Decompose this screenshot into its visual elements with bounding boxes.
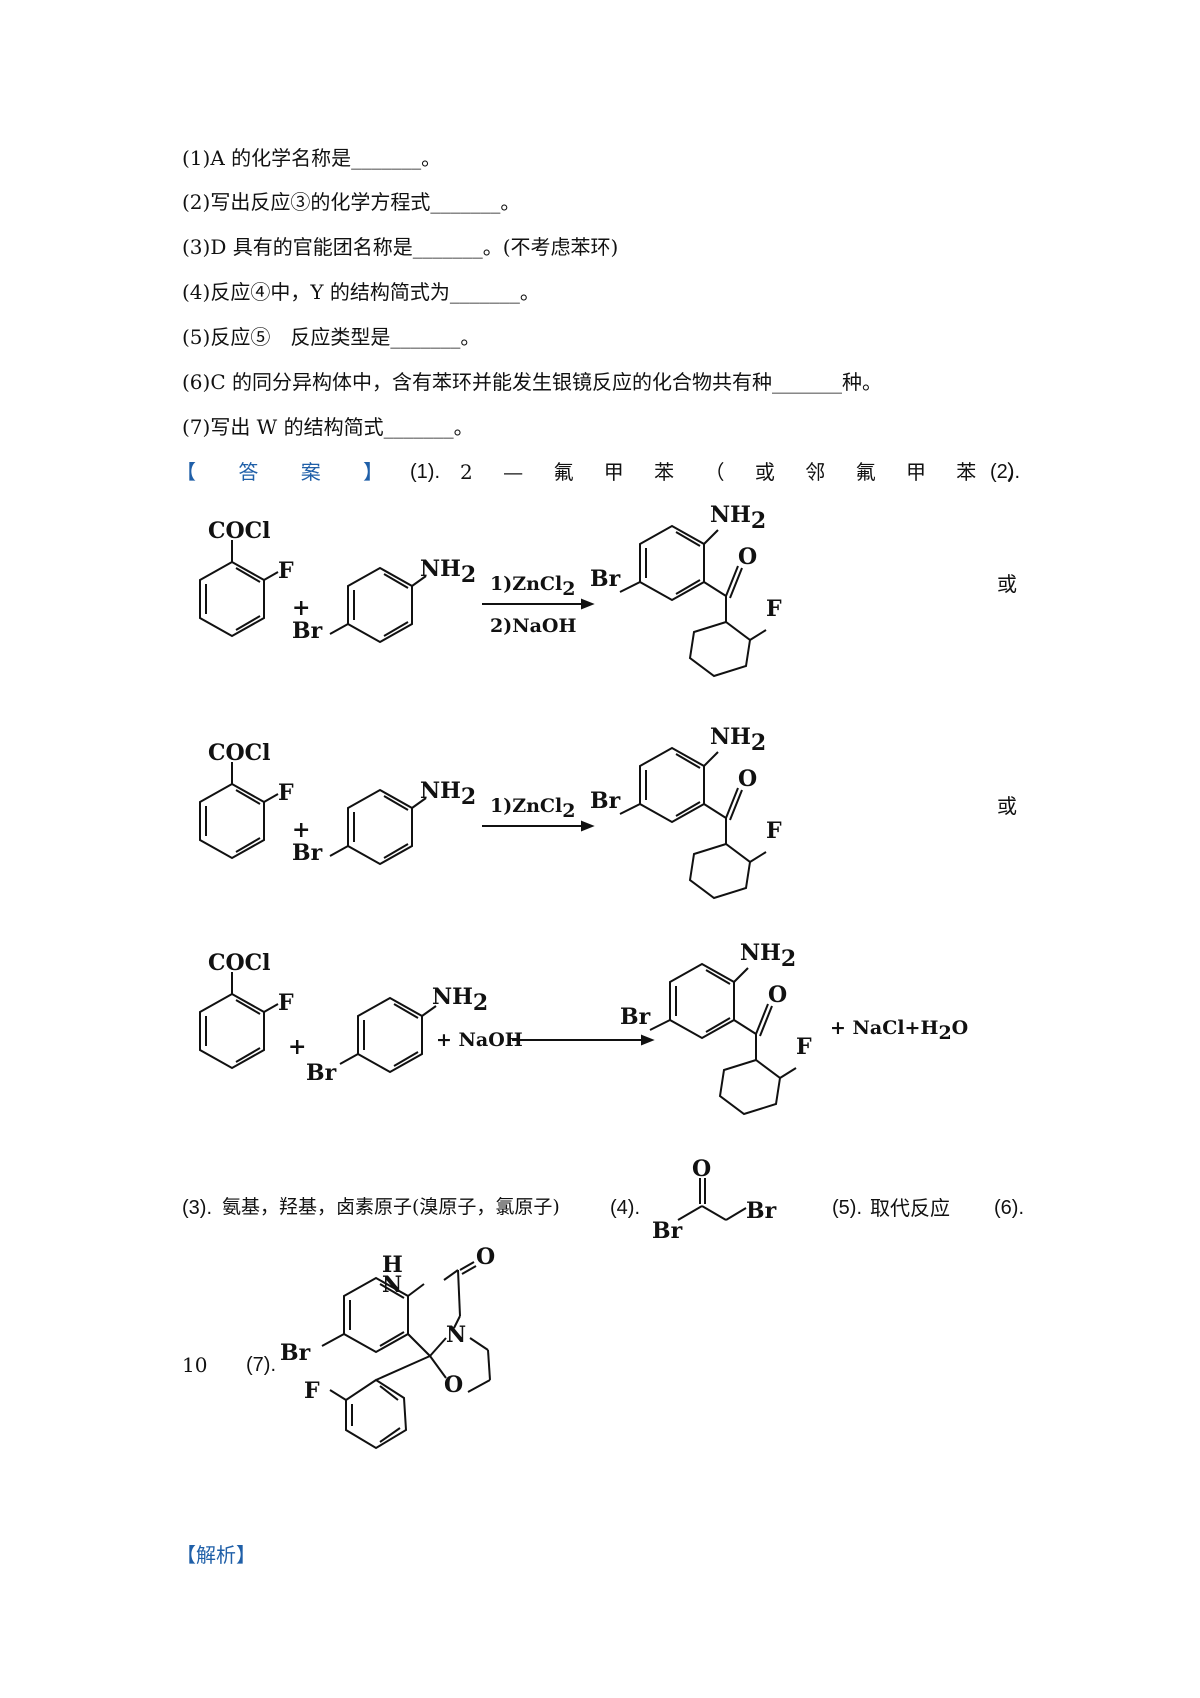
- w-amine-n-label: N: [446, 1322, 466, 1348]
- answer-label: 【 答 案 】: [176, 460, 402, 484]
- product-bromo-label: Br: [590, 788, 621, 814]
- plus-sign: +: [292, 595, 310, 621]
- bromo-label: Br: [306, 1060, 337, 1086]
- plus-sign: +: [288, 1034, 306, 1060]
- cocl-label: COCl: [208, 518, 271, 544]
- question-5: (5)反应⑤ 反应类型是_______。: [182, 325, 481, 349]
- fluoro-label: F: [278, 558, 294, 584]
- zncl2-label: 1)ZnCl2: [490, 795, 575, 822]
- product-bromo-label: Br: [620, 1004, 651, 1030]
- naoh-label: 2)NaOH: [490, 615, 576, 637]
- amino-label: NH2: [420, 556, 476, 588]
- aminobenzophenone-structure: NH2 Br O F: [620, 940, 812, 1116]
- answer-3-text: 氨基，羟基，卤素原子(溴原子，氯原子): [222, 1196, 560, 1218]
- question-6: (6)C 的同分异构体中，含有苯环并能发生银镜反应的化合物共有种_______种…: [182, 370, 882, 394]
- nacl-h2o-label: + NaCl+H2O: [830, 1017, 968, 1044]
- fluoro-label: F: [278, 780, 294, 806]
- or-1: 或: [997, 572, 1017, 596]
- cocl-label: COCl: [208, 740, 271, 766]
- plus-sign: +: [292, 817, 310, 843]
- answer-7-number: (7).: [246, 1354, 276, 1376]
- product-amino-label: NH2: [710, 502, 766, 534]
- question-4: (4)反应④中，Y 的结构简式为_______。: [182, 280, 540, 304]
- bromo-label: Br: [292, 618, 323, 644]
- y-oxygen-label: O: [692, 1156, 711, 1182]
- carbonyl-o-label: O: [768, 982, 787, 1008]
- carbonyl-o-label: O: [738, 766, 757, 792]
- answer-2-number: (2).: [990, 461, 1020, 483]
- question-7: (7)写出 W 的结构简式_______。: [182, 415, 474, 439]
- product-bromo-label: Br: [590, 566, 621, 592]
- product-amino-label: NH2: [740, 940, 796, 972]
- answer-1-text: 2 — 氟 甲 苯 （ 或 邻 氟 甲 苯 ）: [460, 460, 1039, 484]
- bromoaniline-structure: NH2 Br: [292, 778, 476, 866]
- bromo-label: Br: [292, 840, 323, 866]
- question-1: (1)A 的化学名称是_______。: [182, 146, 442, 170]
- y-bromo-right-label: Br: [746, 1198, 777, 1224]
- product-fluoro-label: F: [766, 596, 782, 622]
- answer-4-bromoacetyl-bromide-structure: O Br Br: [652, 1156, 777, 1244]
- answer-5-text: 取代反应: [870, 1196, 950, 1220]
- plus-naoh-label: + NaOH: [436, 1029, 523, 1051]
- question-2: (2)写出反应③的化学方程式_______。: [182, 190, 521, 214]
- w-amide-n-label: N: [382, 1272, 402, 1298]
- zncl2-label: 1)ZnCl2: [490, 573, 575, 600]
- amino-label: NH2: [420, 778, 476, 810]
- carbonyl-o-label: O: [738, 544, 757, 570]
- answer-3-number: (3).: [182, 1197, 212, 1219]
- product-fluoro-label: F: [766, 818, 782, 844]
- reaction-1-scheme: COCl F + NH2 Br 1)ZnCl2 2)NaOH: [199, 502, 782, 678]
- fluorobenzoyl-chloride-structure: COCl F: [199, 518, 294, 638]
- bromoaniline-structure: NH2 Br + NaOH: [306, 984, 523, 1086]
- bromoaniline-structure: NH2 Br: [292, 556, 476, 644]
- reaction-arrow: 1)ZnCl2: [482, 795, 595, 832]
- y-bromo-left-label: Br: [652, 1218, 683, 1244]
- answer-5-number: (5).: [832, 1197, 862, 1219]
- fluoro-label: F: [278, 990, 294, 1016]
- answer-7-w-structure: Br H N O N O F: [280, 1244, 495, 1450]
- answer-1-number: (1).: [410, 461, 440, 483]
- reaction-arrow: [512, 1034, 655, 1046]
- w-carbonyl-o-label: O: [476, 1244, 495, 1270]
- reaction-2-scheme: COCl F + NH2 Br 1)ZnCl2 NH2: [199, 724, 782, 900]
- w-bromo-label: Br: [280, 1340, 311, 1366]
- w-h-label: H: [382, 1252, 403, 1278]
- w-fluoro-label: F: [304, 1378, 320, 1404]
- product-fluoro-label: F: [796, 1034, 812, 1060]
- fluorobenzoyl-chloride-structure: COCl F: [199, 740, 294, 860]
- answer-6-value: 10: [182, 1353, 208, 1377]
- fluorobenzoyl-chloride-structure: COCl F: [199, 950, 294, 1070]
- amino-label: NH2: [432, 984, 488, 1016]
- aminobenzophenone-structure: NH2 Br O F: [590, 724, 782, 900]
- cocl-label: COCl: [208, 950, 271, 976]
- answer-4-number: (4).: [610, 1197, 640, 1219]
- or-2: 或: [997, 794, 1017, 818]
- aminobenzophenone-structure: NH2 Br O F: [590, 502, 782, 678]
- reaction-3-scheme: COCl F + NH2 Br + NaOH NH2: [199, 940, 968, 1116]
- w-ether-o-label: O: [444, 1372, 463, 1398]
- question-3: (3)D 具有的官能团名称是_______。(不考虑苯环): [182, 235, 619, 259]
- reaction-arrow: 1)ZnCl2 2)NaOH: [482, 573, 595, 637]
- product-amino-label: NH2: [710, 724, 766, 756]
- analysis-label: 【解析】: [176, 1543, 256, 1567]
- answer-6-number: (6).: [994, 1197, 1024, 1219]
